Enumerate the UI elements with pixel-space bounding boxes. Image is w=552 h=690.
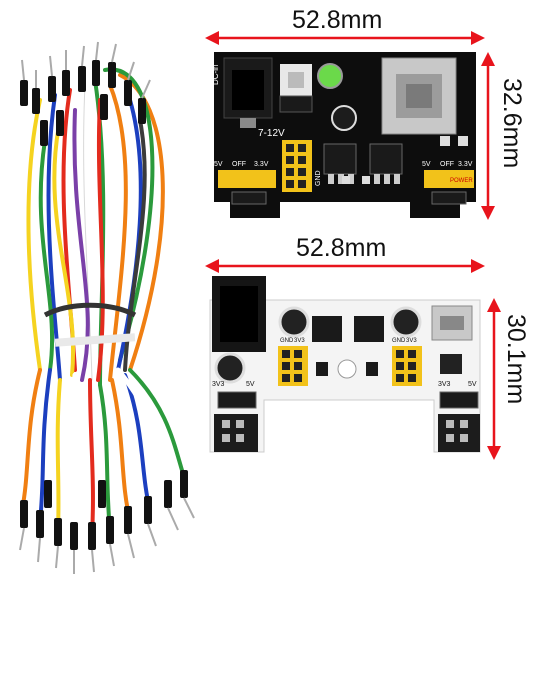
rail-label-3: 3.3V bbox=[254, 161, 269, 168]
rail-label-2: OFF bbox=[232, 161, 246, 168]
white-power-module: 3V3 5V 3V3 5V GND 3V3 GND 3V3 bbox=[209, 276, 481, 453]
rail-label-4: 5V bbox=[422, 161, 431, 168]
bottom-height-label: 30.1mm bbox=[502, 314, 530, 405]
top-width-arrow bbox=[205, 31, 485, 45]
left-label-1: 3V3 bbox=[212, 381, 225, 388]
top-width-label: 52.8mm bbox=[292, 6, 383, 34]
bottom-width-arrow bbox=[205, 259, 485, 273]
voltage-label: 7-12V bbox=[258, 128, 285, 139]
black-power-module: DC-in 7-12V 5V OFF 3.3V 5V OFF 3.3V GND … bbox=[211, 52, 476, 218]
jumper-wires-bundle bbox=[19, 41, 195, 574]
top-height-label: 32.6mm bbox=[498, 78, 526, 169]
rail-label-5: OFF bbox=[440, 161, 454, 168]
gnd-label-left: GND bbox=[280, 338, 294, 344]
gnd-label-right: GND bbox=[392, 338, 406, 344]
bottom-width-label: 52.8mm bbox=[296, 234, 387, 262]
top-height-arrow bbox=[481, 52, 495, 220]
rail-label-6: 3.3V bbox=[458, 161, 473, 168]
gnd-label: GND bbox=[315, 170, 322, 186]
power-label: POWER bbox=[450, 178, 473, 184]
v33-label-right: 3V3 bbox=[406, 338, 417, 344]
v33-label-left: 3V3 bbox=[294, 338, 305, 344]
right-label-1: 3V3 bbox=[438, 381, 451, 388]
dc-label: DC-in bbox=[211, 65, 220, 85]
rail-label-1: 5V bbox=[214, 161, 223, 168]
left-label-2: 5V bbox=[246, 381, 255, 388]
right-label-2: 5V bbox=[468, 381, 477, 388]
bottom-height-arrow bbox=[487, 298, 501, 460]
